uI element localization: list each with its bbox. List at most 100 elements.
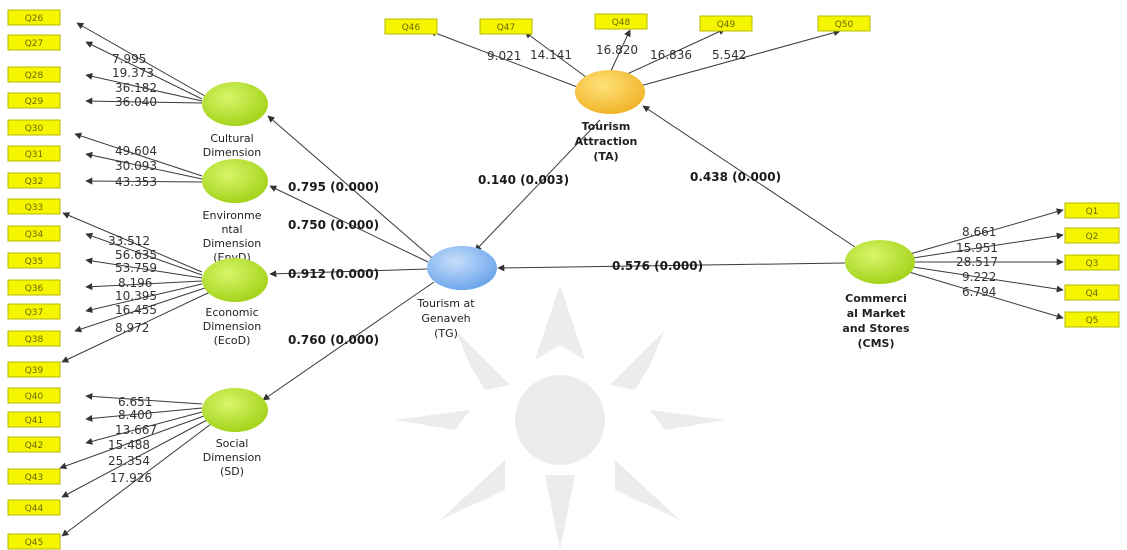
construct-label: Tourism at (416, 297, 475, 310)
indicator-q29: Q29 (7, 92, 61, 109)
indicator-label: Q35 (25, 257, 44, 267)
loading-q42: 13.667 (115, 423, 157, 437)
construct-label: Genaveh (421, 312, 470, 325)
indicator-q40: Q40 (7, 387, 61, 404)
construct-tourism-genaveh: Tourism at Genaveh (TG) (416, 246, 497, 340)
indicator-label: Q5 (1086, 316, 1099, 326)
loading-q44: 25.354 (108, 454, 150, 468)
indicator-label: Q40 (25, 392, 44, 402)
loading-q50: 5.542 (712, 48, 746, 62)
indicator-q48: Q48 (594, 13, 648, 30)
construct-label: Attraction (575, 135, 638, 148)
loading-q3: 28.517 (956, 255, 998, 269)
construct-node (202, 159, 268, 203)
indicator-label: Q38 (25, 335, 44, 345)
construct-label: (SD) (220, 465, 244, 478)
loading-q36: 8.196 (118, 276, 152, 290)
loading-q47: 14.141 (530, 48, 572, 62)
indicator-q42: Q42 (7, 436, 61, 453)
loading-q41: 8.400 (118, 408, 152, 422)
indicator-q34: Q34 (7, 225, 61, 242)
loading-q38: 16.455 (115, 303, 157, 317)
indicator-q43: Q43 (7, 468, 61, 485)
indicator-label: Q32 (25, 177, 44, 187)
construct-label: Environme (203, 209, 262, 222)
indicator-label: Q41 (25, 416, 44, 426)
inner-edges (262, 105, 856, 401)
indicator-boxes: Q26 Q27 Q28 Q29 Q30 Q31 Q32 Q33 Q34 Q35 … (7, 9, 1120, 550)
construct-label: (TA) (593, 150, 618, 163)
indicator-label: Q39 (25, 366, 44, 376)
indicator-label: Q50 (835, 20, 854, 30)
construct-label: Social (216, 437, 249, 450)
indicator-label: Q34 (25, 230, 44, 240)
indicator-q39: Q39 (7, 361, 61, 378)
indicator-label: Q49 (717, 20, 736, 30)
construct-social: Social Dimension (SD) (202, 388, 268, 478)
construct-label: (CMS) (858, 337, 895, 350)
loading-q43: 15.488 (108, 438, 150, 452)
path-coef-tg-social: 0.760 (0.000) (288, 333, 379, 347)
path-coef-tg-environmental: 0.750 (0.000) (288, 218, 379, 232)
loading-q28: 36.182 (115, 81, 157, 95)
loading-q49: 16.836 (650, 48, 692, 62)
construct-label: Dimension (203, 320, 261, 333)
construct-label: Commerci (845, 292, 907, 305)
indicator-label: Q30 (25, 124, 44, 134)
indicator-q36: Q36 (7, 279, 61, 296)
indicator-q45: Q45 (7, 533, 61, 550)
indicator-label: Q29 (25, 97, 44, 107)
indicator-q5: Q5 (1064, 311, 1120, 328)
indicator-label: Q47 (497, 23, 516, 33)
loading-q30: 49.604 (115, 144, 157, 158)
loading-q39: 8.972 (115, 321, 149, 335)
indicator-q26: Q26 (7, 9, 61, 26)
indicator-q3: Q3 (1064, 254, 1120, 271)
indicator-q4: Q4 (1064, 284, 1120, 301)
indicator-q31: Q31 (7, 145, 61, 162)
loading-q46: 9.021 (487, 49, 521, 63)
indicator-label: Q45 (25, 538, 44, 548)
construct-node (845, 240, 915, 284)
outer-edges (59, 22, 1064, 537)
path-coef-cms-ta: 0.438 (0.000) (690, 170, 781, 184)
watermark-logo (395, 285, 725, 550)
construct-node (202, 82, 268, 126)
construct-label: al Market (847, 307, 906, 320)
construct-node (202, 258, 268, 302)
loading-q45: 17.926 (110, 471, 152, 485)
construct-environmental: Environme ntal Dimension (EnvD) (202, 159, 268, 264)
loading-q34: 56.635 (115, 248, 157, 262)
loading-q5: 6.794 (962, 285, 996, 299)
construct-tourism-attraction: Tourism Attraction (TA) (575, 70, 645, 163)
construct-commercial: Commerci al Market and Stores (CMS) (842, 240, 915, 350)
indicator-q30: Q30 (7, 119, 61, 136)
path-coef-cms-tg: 0.576 (0.000) (612, 259, 703, 273)
loading-q26: 7.995 (112, 52, 146, 66)
indicator-q2: Q2 (1064, 227, 1120, 244)
loading-q27: 19.373 (112, 66, 154, 80)
indicator-q28: Q28 (7, 66, 61, 83)
construct-label: (EcoD) (214, 334, 251, 347)
indicator-q35: Q35 (7, 252, 61, 269)
loading-q40: 6.651 (118, 395, 152, 409)
path-coef-tg-economic: 0.912 (0.000) (288, 267, 379, 281)
indicator-label: Q42 (25, 441, 44, 451)
indicator-label: Q4 (1086, 289, 1099, 299)
construct-label: Dimension (203, 451, 261, 464)
loading-q35: 53.759 (115, 261, 157, 275)
indicator-q1: Q1 (1064, 202, 1120, 219)
indicator-label: Q43 (25, 473, 44, 483)
indicator-q27: Q27 (7, 34, 61, 51)
construct-label: Tourism (582, 120, 631, 133)
loading-q29: 36.040 (115, 95, 157, 109)
indicator-q37: Q37 (7, 303, 61, 320)
construct-label: Dimension (203, 146, 261, 159)
construct-label: and Stores (842, 322, 910, 335)
loading-q33: 33.512 (108, 234, 150, 248)
indicator-label: Q37 (25, 308, 44, 318)
indicator-label: Q2 (1086, 232, 1099, 242)
path-coefficients: 0.795 (0.000) 0.750 (0.000) 0.912 (0.000… (288, 170, 781, 347)
loading-q4: 9.222 (962, 270, 996, 284)
